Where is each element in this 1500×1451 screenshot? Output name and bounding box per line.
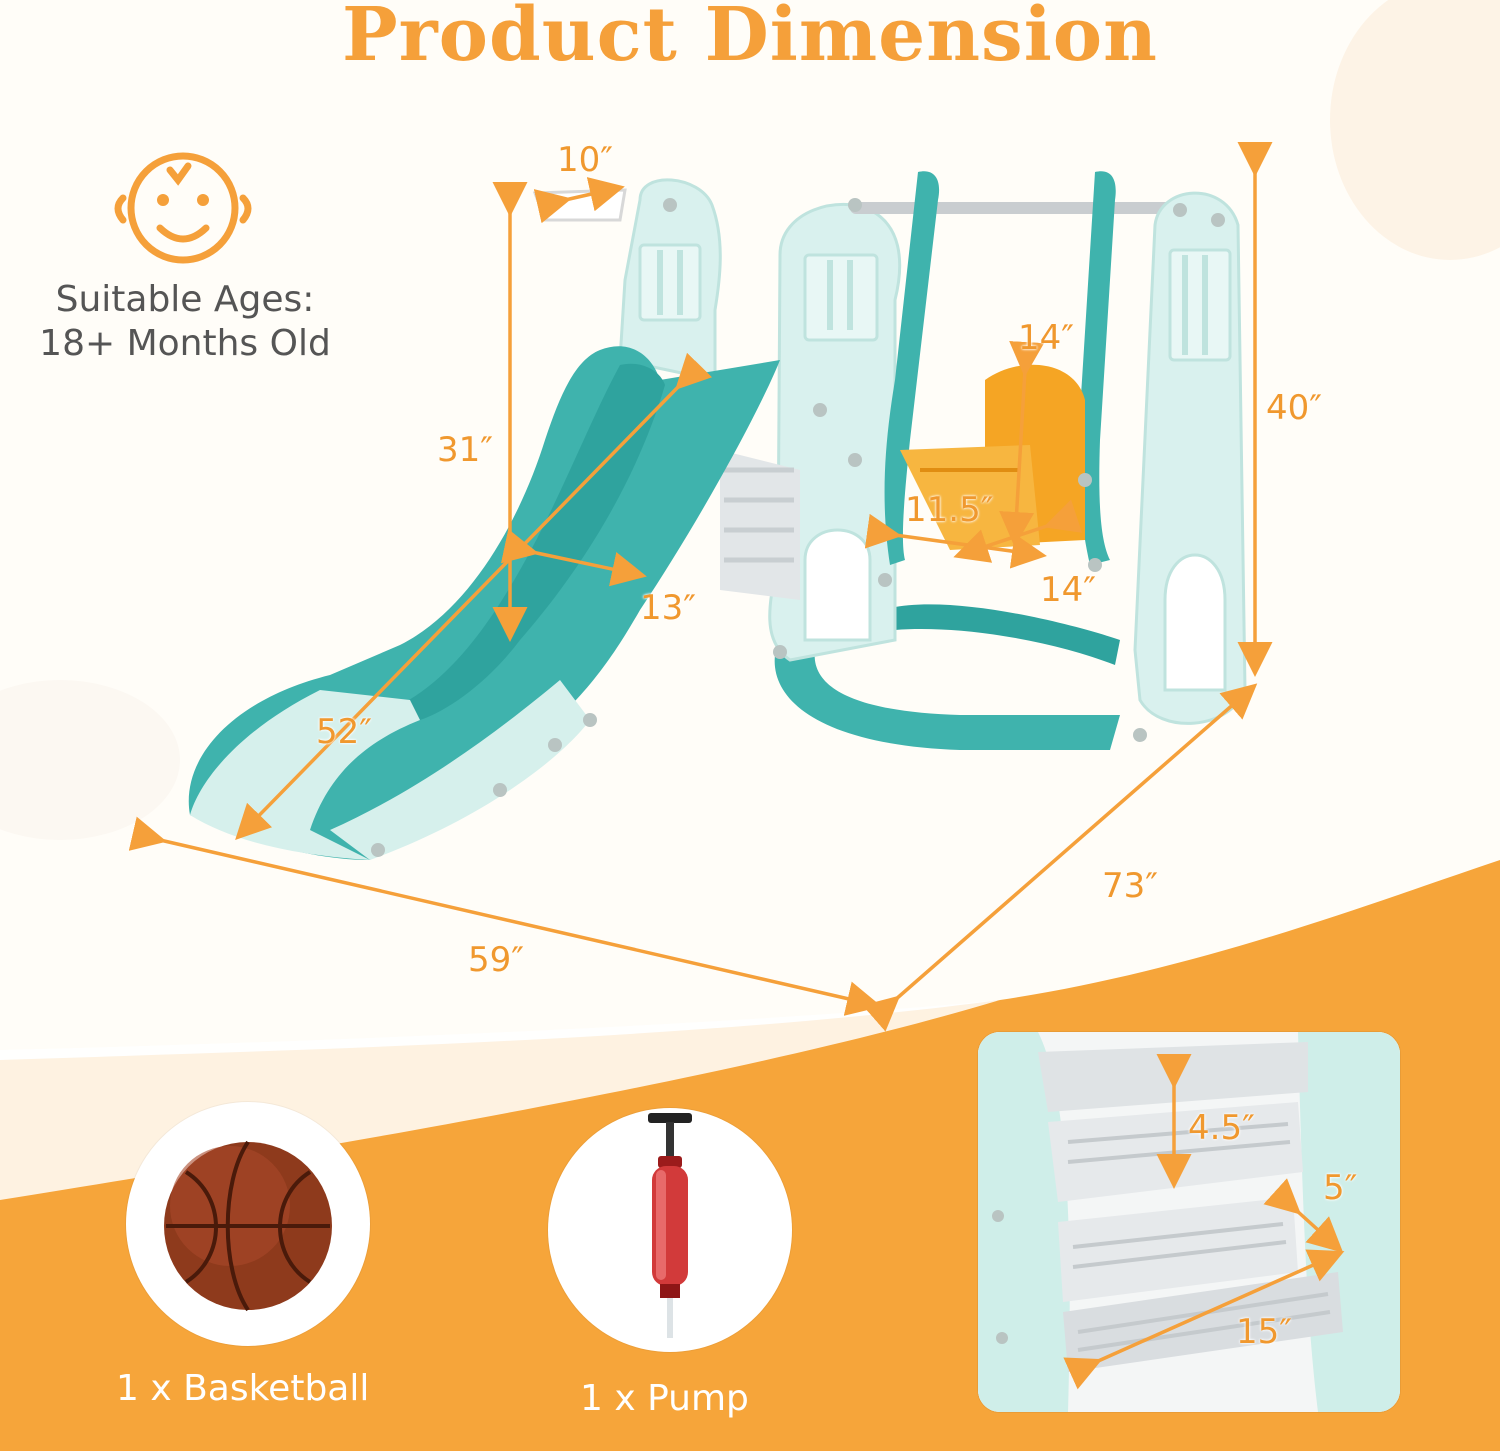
- dim-total-width: 59″: [468, 940, 524, 980]
- ages-line1: Suitable Ages:: [55, 279, 315, 320]
- dim-step-width: 15″: [1236, 1312, 1292, 1352]
- pump-icon: [648, 1113, 692, 1338]
- dim-seat-depth: 14″: [1040, 570, 1096, 610]
- page-title: Product Dimension: [342, 0, 1158, 78]
- dim-total-depth: 73″: [1102, 866, 1158, 906]
- dim-seat-width: 11.5″: [905, 490, 994, 530]
- dim-total-height: 40″: [1266, 388, 1322, 428]
- dim-slide-height: 31″: [437, 430, 493, 470]
- pump-label: 1 x Pump: [580, 1378, 749, 1419]
- dim-step-height: 4.5″: [1188, 1108, 1255, 1148]
- dim-slide-length: 52″: [316, 712, 372, 752]
- basketball-label: 1 x Basketball: [116, 1368, 370, 1409]
- dim-slide-width: 13″: [640, 588, 696, 628]
- step-detail-panel: 4.5″ 5″ 15″: [978, 1032, 1400, 1412]
- pump-circle: [548, 1108, 792, 1352]
- dim-seat-height: 14″: [1018, 318, 1074, 358]
- basketball-icon: [164, 1140, 332, 1312]
- basketball-circle: [126, 1102, 370, 1346]
- step-detail-image: [978, 1032, 1400, 1412]
- dim-basket-width: 10″: [557, 140, 613, 180]
- dim-step-depth: 5″: [1323, 1168, 1358, 1208]
